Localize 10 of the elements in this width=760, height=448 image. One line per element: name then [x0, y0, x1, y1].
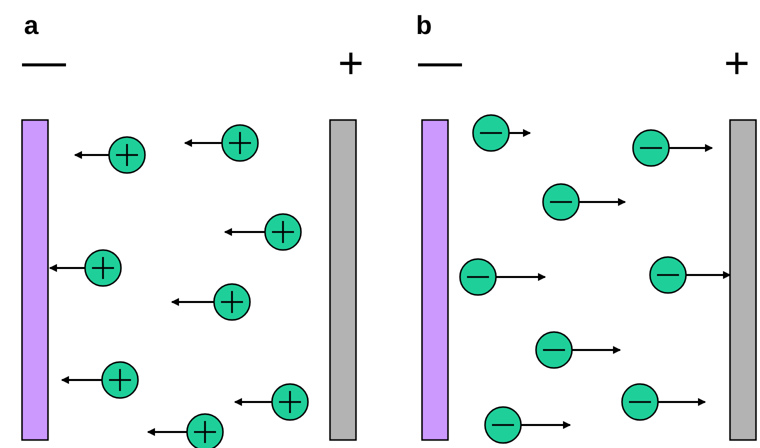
polarity-sign: + [724, 42, 750, 86]
polarity-sign: — [418, 40, 462, 84]
polarity-sign: — [22, 40, 66, 84]
electrode-plate [421, 119, 449, 441]
panel-letter: a [24, 12, 38, 38]
polarity-sign: + [338, 42, 364, 86]
electrode-plate [329, 119, 357, 441]
electrode-plate [729, 119, 757, 441]
electrode-plate [21, 119, 49, 441]
panel-letter: b [416, 12, 432, 38]
